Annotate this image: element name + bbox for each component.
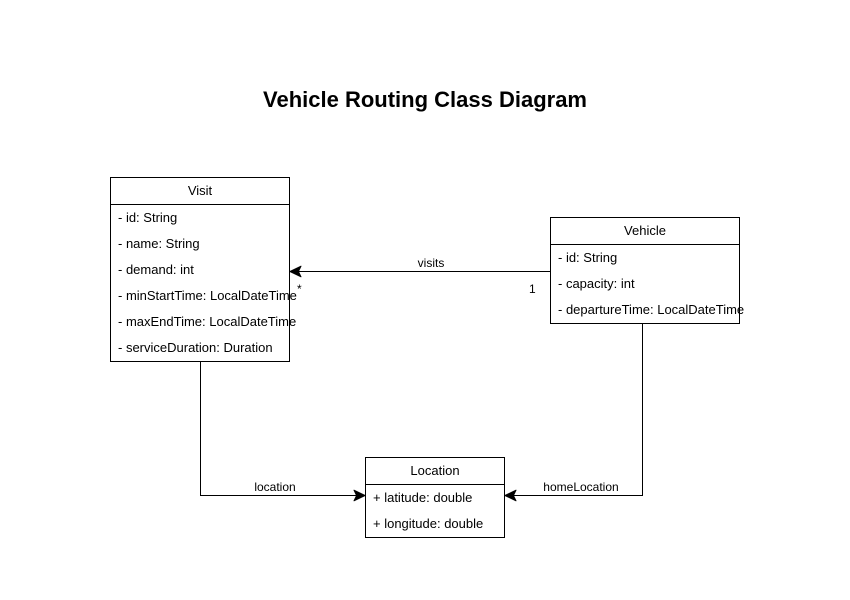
- attribute-row: - demand: int: [118, 262, 194, 277]
- edge-home-location-arrowhead-icon: [504, 489, 517, 502]
- edge-location-arrowhead-icon: [353, 489, 366, 502]
- edge-label-location[interactable]: location: [253, 480, 297, 494]
- class-box-location[interactable]: Location + latitude: double + longitude:…: [365, 457, 505, 538]
- class-name-location: Location: [366, 458, 504, 485]
- multiplicity-visits-target: *: [297, 282, 302, 296]
- edge-label-home-location[interactable]: homeLocation: [542, 480, 620, 494]
- class-name-vehicle: Vehicle: [551, 218, 739, 245]
- attribute-row: - serviceDuration: Duration: [118, 340, 273, 355]
- attribute-row: - capacity: int: [558, 276, 635, 291]
- class-box-visit[interactable]: Visit - id: String - name: String - dema…: [110, 177, 297, 362]
- attribute-row: - minStartTime: LocalDateTime: [118, 288, 297, 303]
- attribute-row: - name: String: [118, 236, 200, 251]
- attribute-row: + latitude: double: [373, 490, 473, 505]
- edge-home-location-line: [513, 321, 643, 496]
- edge-visits-arrowhead-icon: [289, 265, 302, 278]
- edge-location[interactable]: [200, 360, 366, 502]
- class-box-vehicle[interactable]: Vehicle - id: String - capacity: int - d…: [550, 217, 745, 324]
- multiplicity-visits-source: 1: [529, 282, 536, 296]
- edge-visits[interactable]: [289, 265, 550, 278]
- attribute-row: - departureTime: LocalDateTime: [558, 302, 745, 317]
- edge-home-location[interactable]: [504, 321, 643, 502]
- class-name-visit: Visit: [111, 178, 289, 205]
- edge-location-line: [200, 360, 357, 496]
- attribute-row: + longitude: double: [373, 516, 484, 531]
- diagram-title: Vehicle Routing Class Diagram: [263, 87, 587, 112]
- attribute-row: - id: String: [558, 250, 618, 265]
- attribute-row: - maxEndTime: LocalDateTime: [118, 314, 297, 329]
- attribute-row: - id: String: [118, 210, 178, 225]
- edge-label-visits[interactable]: visits: [416, 256, 446, 270]
